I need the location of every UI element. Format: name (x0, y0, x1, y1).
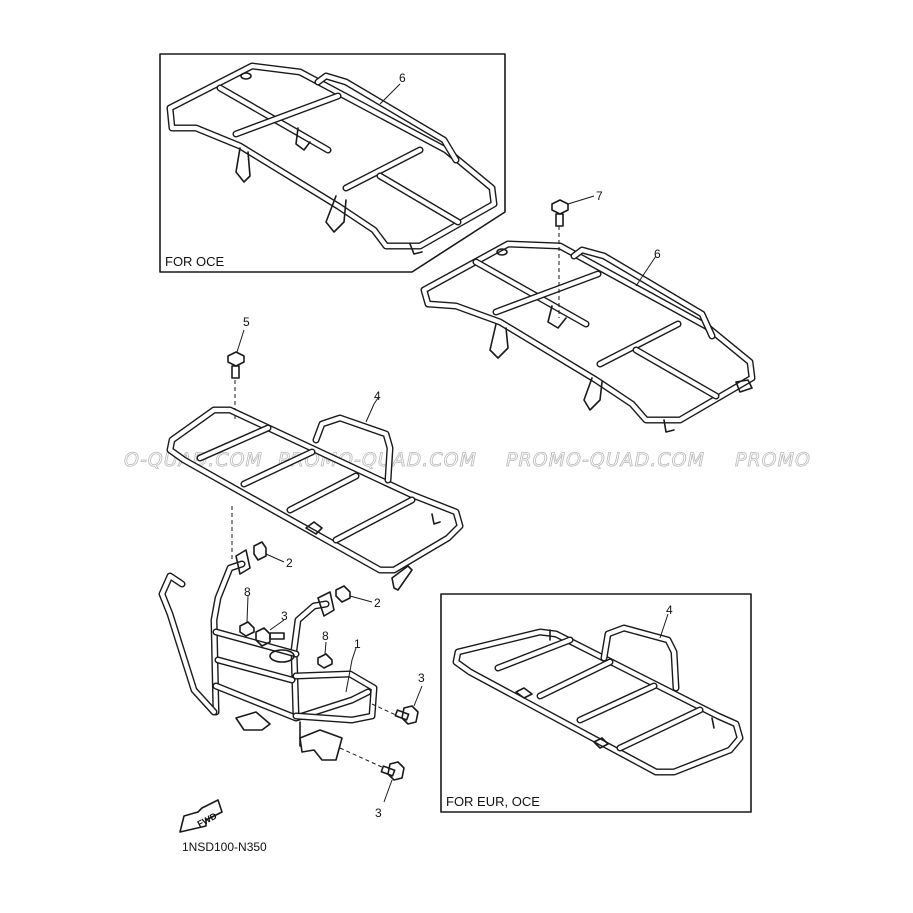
callout-4: 4 (374, 389, 381, 403)
callout-2: 2 (286, 556, 293, 570)
callout-3: 3 (375, 806, 382, 820)
cap-2 (253, 541, 285, 563)
bolt-3 (371, 685, 423, 725)
inset-for-eur-oce: FOR EUR, OCE 4 (440, 593, 752, 813)
rear-carrier-inset (166, 62, 498, 255)
callout-1: 1 (354, 637, 361, 651)
front-guard-1 (158, 549, 378, 761)
watermark-text: PROMO (735, 449, 811, 471)
bolt-8 (239, 595, 255, 637)
watermark-text: O-QUAD.COM (124, 449, 263, 471)
callout-4: 4 (666, 603, 673, 617)
leader (379, 83, 401, 105)
callout-6: 6 (399, 71, 406, 85)
forward-arrow-icon: FWD (179, 799, 223, 833)
front-carrier-4 (166, 406, 464, 591)
callout-3: 3 (418, 671, 425, 685)
rear-carrier-6 (420, 240, 756, 433)
leader (345, 647, 357, 693)
watermark: O-QUAD.COM PROMO-QUAD.COM PROMO-QUAD.COM… (124, 449, 811, 472)
forward-arrow-label: FWD (196, 810, 219, 829)
bolt-5 (227, 329, 245, 379)
leader (365, 397, 379, 423)
inset-label: FOR OCE (165, 254, 225, 269)
callout-7: 7 (596, 189, 603, 203)
watermark-text: PROMO-QUAD.COM (506, 449, 705, 471)
callout-8: 8 (244, 585, 251, 599)
bolt-3 (339, 747, 405, 803)
leader (659, 613, 669, 639)
cap-2 (335, 585, 373, 603)
callout-3: 3 (281, 609, 288, 623)
inset-label: FOR EUR, OCE (446, 794, 540, 809)
callout-5: 5 (243, 315, 250, 329)
inset-for-oce: FOR OCE 6 (159, 53, 506, 273)
bolt-3 (255, 619, 285, 647)
diagram-code: 1NSD100-N350 (182, 840, 267, 854)
inset-frame (440, 593, 752, 813)
callout-2: 2 (374, 596, 381, 610)
callout-6: 6 (654, 247, 661, 261)
bolt-7 (551, 195, 595, 227)
bolt-8 (317, 641, 333, 669)
front-carrier-inset (452, 624, 744, 776)
callout-8: 8 (322, 629, 329, 643)
inset-frame (159, 53, 506, 273)
leader (635, 255, 657, 287)
